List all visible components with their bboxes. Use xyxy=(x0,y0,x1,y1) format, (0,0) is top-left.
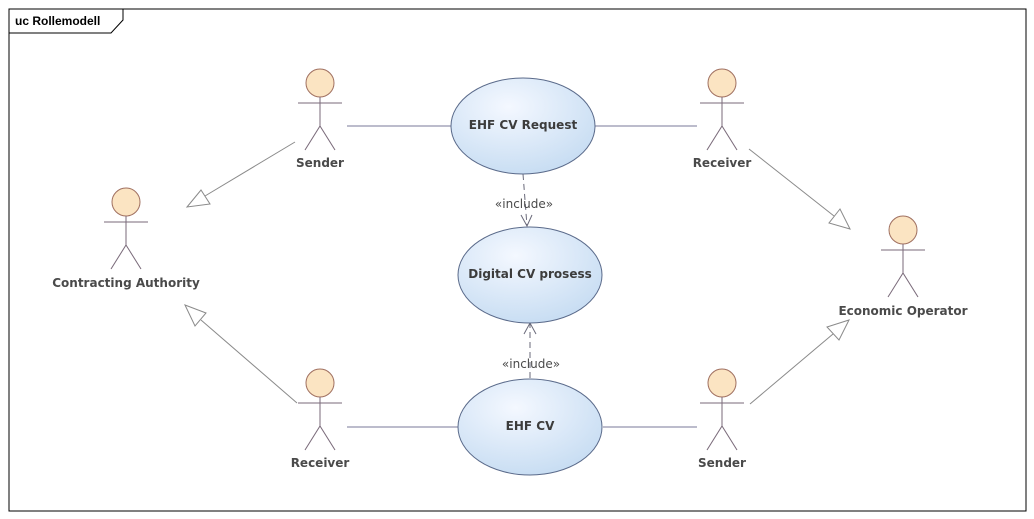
generalization-sender-to-contracting-authority xyxy=(204,141,296,197)
actor-economic-operator[interactable]: Economic Operator xyxy=(838,215,968,318)
actor-label: Receiver xyxy=(693,156,752,170)
actor-body xyxy=(104,216,148,270)
actor-body xyxy=(700,397,744,451)
actor-head xyxy=(111,187,141,217)
generalization-arrowhead xyxy=(828,208,851,230)
frame-title-tab xyxy=(8,8,124,34)
include-label-top: «include» xyxy=(495,197,553,211)
use-case-digital-cv-prosess[interactable]: Digital CV prosess xyxy=(457,226,603,324)
use-case-label: EHF CV Request xyxy=(469,118,578,132)
include-arrowhead-top xyxy=(520,214,533,228)
use-case-ellipse xyxy=(457,378,603,476)
use-case-ellipse xyxy=(450,77,596,175)
actor-body xyxy=(298,397,342,451)
include-dependency-top xyxy=(522,173,528,227)
include-label-bottom: «include» xyxy=(502,357,560,371)
actor-label: Receiver xyxy=(291,456,350,470)
actor-label: Contracting Authority xyxy=(52,276,200,290)
actor-receiver-bottom[interactable]: Receiver xyxy=(291,368,350,470)
generalization-arrowhead xyxy=(826,319,850,341)
actor-head xyxy=(305,68,335,98)
actor-head xyxy=(707,368,737,398)
actor-receiver-top[interactable]: Receiver xyxy=(693,68,752,170)
use-case-label: Digital CV prosess xyxy=(468,267,592,281)
generalization-arrowhead xyxy=(184,304,207,327)
generalization-receiver-to-economic-operator xyxy=(748,148,835,217)
actor-head xyxy=(305,368,335,398)
actor-contracting-authority[interactable]: Contracting Authority xyxy=(52,187,200,290)
use-case-ehf-cv-request[interactable]: EHF CV Request xyxy=(450,77,596,175)
frame-title: uc Rollemodell xyxy=(15,14,100,28)
use-case-ellipse xyxy=(457,226,603,324)
actor-head xyxy=(707,68,737,98)
use-case-label: EHF CV xyxy=(506,419,555,433)
actor-body xyxy=(298,97,342,151)
actor-label: Sender xyxy=(296,156,344,170)
actor-sender-bottom[interactable]: Sender xyxy=(698,368,746,470)
actor-body xyxy=(881,244,925,298)
actor-head xyxy=(888,215,918,245)
generalization-receiver-to-contracting-authority xyxy=(200,319,298,404)
actor-label: Sender xyxy=(698,456,746,470)
generalization-sender-to-economic-operator xyxy=(749,333,834,405)
actor-body xyxy=(700,97,744,151)
generalization-arrowhead xyxy=(185,189,211,208)
actor-sender-top[interactable]: Sender xyxy=(296,68,344,170)
use-case-ehf-cv[interactable]: EHF CV xyxy=(457,378,603,476)
actor-label: Economic Operator xyxy=(838,304,967,318)
